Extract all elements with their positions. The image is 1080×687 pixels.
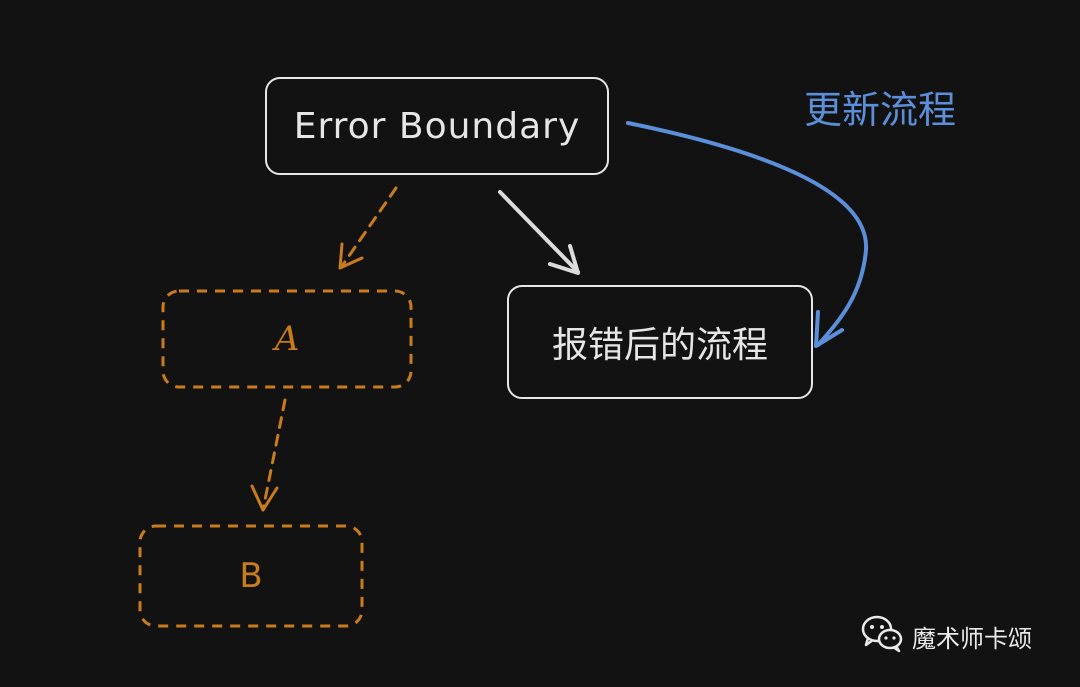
error-boundary-label: Error Boundary	[293, 105, 581, 147]
watermark: 魔术师卡颂	[860, 614, 1032, 658]
error-boundary-node-box	[265, 77, 609, 175]
update-flow-label: 更新流程	[803, 87, 956, 132]
b-node-label: B	[239, 556, 263, 596]
a-node-box	[161, 289, 413, 389]
error-flow-label: 报错后的流程	[551, 325, 768, 366]
b-node-box	[138, 524, 364, 628]
arrow-error-boundary-to-error-flow	[498, 190, 580, 275]
error-flow-node-box	[507, 285, 813, 399]
update-flow-arrow	[626, 121, 869, 348]
wechat-icon	[860, 613, 904, 659]
watermark-text: 魔术师卡颂	[912, 624, 1032, 653]
a-node-label: A	[274, 319, 300, 359]
arrow-error-boundary-to-a	[338, 186, 398, 270]
arrow-a-to-b	[250, 398, 287, 512]
